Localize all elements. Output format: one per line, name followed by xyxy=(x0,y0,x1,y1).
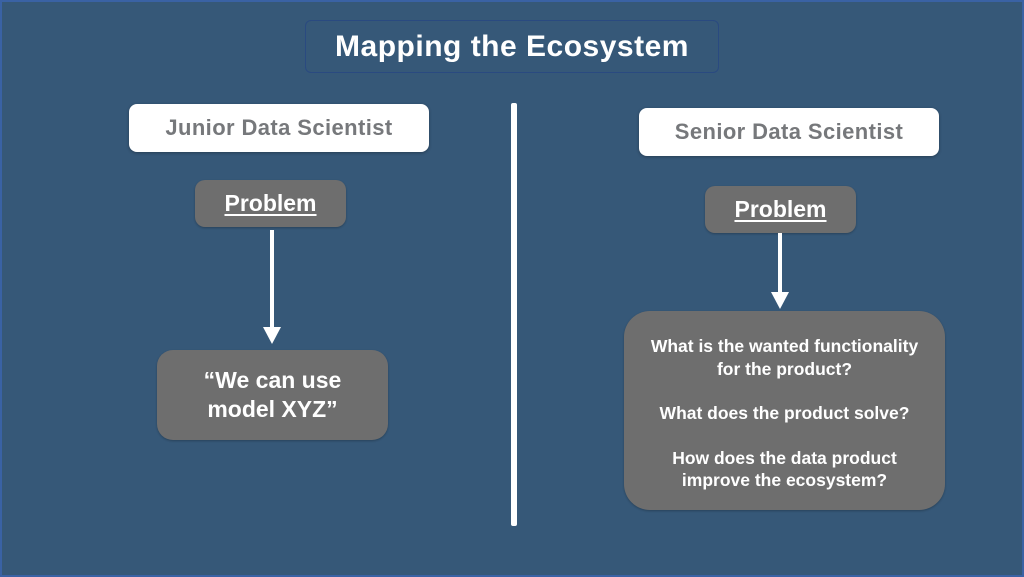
senior-problem-box: Problem xyxy=(705,186,856,233)
slide-title: Mapping the Ecosystem xyxy=(335,29,689,63)
junior-problem-label: Problem xyxy=(224,190,317,216)
junior-answer-box: “We can use model XYZ” xyxy=(157,350,388,440)
senior-problem-label: Problem xyxy=(734,196,827,222)
question-item: What is the wanted functionality for the… xyxy=(650,336,919,379)
senior-answer-box: What is the wanted functionality for the… xyxy=(624,311,945,510)
quote-line: “We can use xyxy=(203,366,342,393)
question-item: What does the product solve? xyxy=(659,403,910,424)
junior-header-box: Junior Data Scientist xyxy=(129,104,429,152)
junior-header-label: Junior Data Scientist xyxy=(165,115,393,140)
senior-header-box: Senior Data Scientist xyxy=(639,108,939,156)
senior-header-label: Senior Data Scientist xyxy=(674,119,904,144)
down-arrow-icon xyxy=(263,230,281,344)
quote-line: model XYZ” xyxy=(207,396,338,422)
junior-problem-box: Problem xyxy=(195,180,346,227)
vertical-divider-line xyxy=(511,103,517,526)
title-box: Mapping the Ecosystem xyxy=(305,20,719,73)
question-item: How does the data product improve the ec… xyxy=(672,447,897,491)
down-arrow-icon xyxy=(771,233,789,309)
